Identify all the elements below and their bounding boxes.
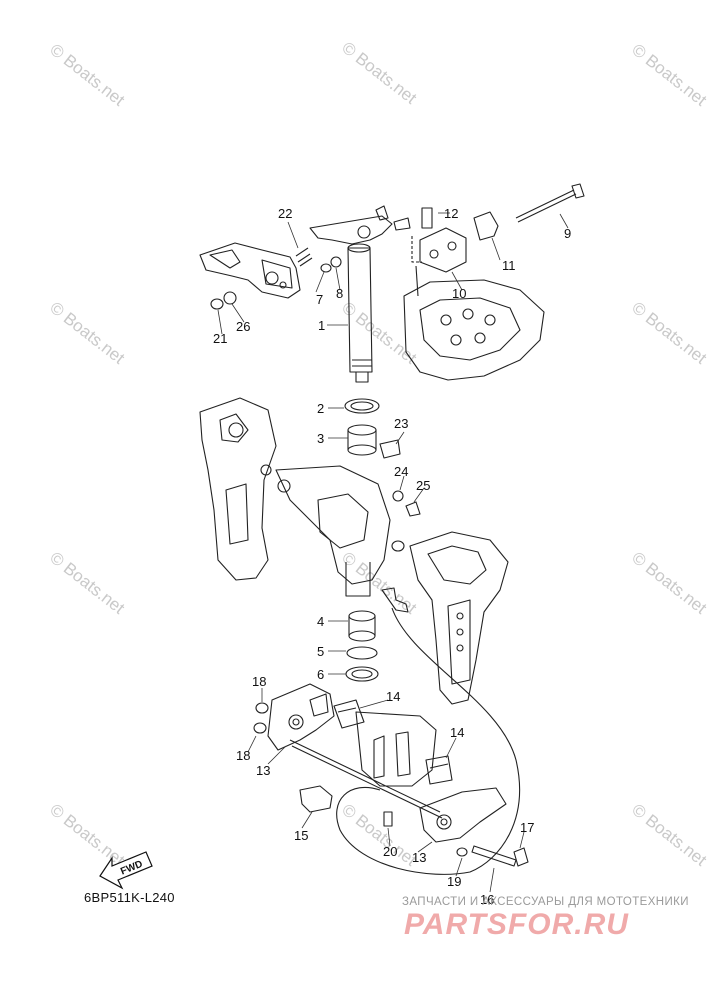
callout-4: 4 — [317, 614, 324, 629]
stud-bolt — [295, 247, 313, 267]
lower-mount-left — [267, 683, 335, 751]
callout-13: 13 — [412, 850, 426, 865]
plate — [473, 211, 499, 241]
upper-bracket-left — [199, 242, 301, 299]
leader-lines — [217, 212, 569, 893]
upper-casing — [403, 279, 545, 381]
washer — [223, 291, 237, 305]
rubber-mount — [333, 699, 453, 785]
cover — [299, 785, 333, 813]
callout-11: 11 — [502, 258, 516, 273]
callout-labels: 1 2 3 4 5 6 7 8 9 10 11 12 13 13 14 14 1… — [213, 206, 571, 907]
clamp-bracket — [409, 531, 509, 705]
long-bolt — [515, 183, 585, 223]
swivel-bracket — [199, 397, 391, 597]
callout-14: 14 — [450, 725, 464, 740]
washer — [330, 256, 342, 268]
callout-12: 12 — [444, 206, 458, 221]
bolt — [405, 501, 421, 517]
callout-7: 7 — [316, 292, 323, 307]
mount-bracket — [415, 227, 467, 297]
nut — [210, 298, 224, 310]
fwd-arrow: FWD — [99, 851, 153, 890]
steering-shaft — [347, 243, 373, 383]
callout-22: 22 — [278, 206, 292, 221]
mount-bolt — [289, 739, 441, 813]
callout-23: 23 — [394, 416, 408, 431]
leader — [411, 236, 422, 263]
callout-18: 18 — [252, 674, 266, 689]
callout-16: 16 — [480, 892, 494, 907]
bolt — [471, 845, 517, 867]
washer — [392, 490, 404, 502]
steering-arm — [309, 205, 411, 245]
callout-25: 25 — [416, 478, 430, 493]
callout-8: 8 — [336, 286, 343, 301]
callout-17: 17 — [520, 820, 534, 835]
bushing — [347, 424, 377, 456]
lower-mount-right — [419, 787, 507, 843]
thrust-washer — [344, 398, 380, 414]
callout-14: 14 — [386, 689, 400, 704]
callout-24: 24 — [394, 464, 408, 479]
callout-6: 6 — [317, 667, 324, 682]
thrust-washer — [345, 666, 379, 682]
callout-2: 2 — [317, 401, 324, 416]
washer — [456, 847, 468, 857]
lower-bushing — [348, 610, 376, 642]
screw — [383, 811, 393, 827]
callout-9: 9 — [564, 226, 571, 241]
callout-13: 13 — [256, 763, 270, 778]
bolt — [421, 207, 433, 229]
callout-19: 19 — [447, 874, 461, 889]
nut — [320, 263, 332, 273]
nut — [253, 722, 267, 734]
callout-21: 21 — [213, 331, 227, 346]
diagram-code: 6BP511K-L240 — [84, 890, 175, 905]
callout-10: 10 — [452, 286, 466, 301]
callout-5: 5 — [317, 644, 324, 659]
ground-wire — [336, 607, 521, 875]
callout-1: 1 — [318, 318, 325, 333]
o-ring — [346, 646, 378, 660]
washer — [391, 540, 405, 552]
nut — [255, 702, 269, 714]
grease-nipple — [379, 439, 401, 459]
callout-26: 26 — [236, 319, 250, 334]
callout-18: 18 — [236, 748, 250, 763]
grease-fitting — [381, 587, 409, 613]
callout-3: 3 — [317, 431, 324, 446]
lower-casing — [355, 711, 437, 787]
brand-logo: PARTSFOR.RU — [404, 908, 629, 941]
callout-20: 20 — [383, 844, 397, 859]
brand-tagline: ЗАПЧАСТИ И АКСЕССУАРЫ ДЛЯ МОТОТЕХНИКИ — [402, 896, 689, 908]
callout-15: 15 — [294, 828, 308, 843]
